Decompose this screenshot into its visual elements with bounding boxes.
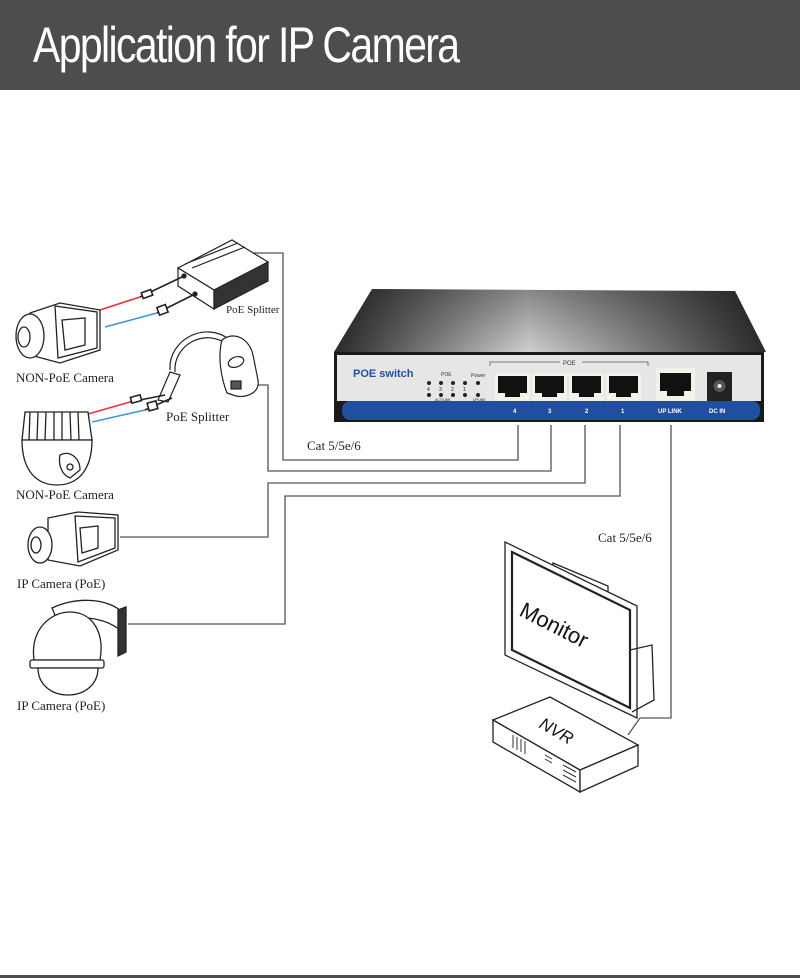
led-number: 1 xyxy=(463,387,466,393)
poe-splitter-box xyxy=(176,239,270,311)
power-led-label: Power xyxy=(471,373,486,379)
bottom-divider xyxy=(0,975,800,978)
cable-ipcam1-port2 xyxy=(120,425,586,538)
cable-splitter2-port3 xyxy=(250,384,552,472)
switch-strip xyxy=(342,401,760,420)
cable-lines xyxy=(120,252,672,736)
non-poe-camera-2-label: NON-PoE Camera xyxy=(16,487,114,502)
switch-brand-label: POE switch xyxy=(353,368,414,380)
poe-switch: POE switch POE Power 4 3 2 1 ACT/LINK UP… xyxy=(334,289,766,422)
ip-ptz-camera xyxy=(29,599,127,696)
non-poe-box-camera-1 xyxy=(15,302,101,364)
cable-uplink-nvr xyxy=(627,425,672,736)
dc-in-jack[interactable] xyxy=(707,372,732,401)
uplink-port-label: UP LINK xyxy=(658,409,683,415)
cable-label-poe: Cat 5/5e/6 xyxy=(307,438,361,453)
splitter-1-wires xyxy=(99,276,196,328)
poe-group-label: POE xyxy=(563,361,576,367)
page-title: Application for IP Camera xyxy=(33,17,460,73)
poe-ports xyxy=(495,373,641,401)
rj45-port-4[interactable] xyxy=(495,373,530,401)
rj45-port-3[interactable] xyxy=(532,373,567,401)
ip-box-camera xyxy=(27,511,119,567)
led-number: 2 xyxy=(451,387,454,393)
non-poe-camera-1-label: NON-PoE Camera xyxy=(16,370,114,385)
splitter-2-wires xyxy=(87,393,173,423)
ip-camera-1-label: IP Camera (PoE) xyxy=(17,576,105,591)
led-number: 3 xyxy=(439,387,442,393)
splitter-2-label: PoE Splitter xyxy=(166,409,230,424)
rj45-port-2[interactable] xyxy=(569,373,604,401)
cable-ipcam2-port1 xyxy=(128,425,621,625)
port-label-1: 1 xyxy=(621,409,625,415)
act-link-label: ACT/LINK xyxy=(435,398,451,402)
rj45-port-1[interactable] xyxy=(606,373,641,401)
header-banner: Application for IP Camera xyxy=(0,0,800,90)
splitter-1-label: PoE Splitter xyxy=(226,304,280,316)
monitor: Monitor xyxy=(504,540,655,720)
rj45-port-uplink[interactable] xyxy=(656,368,695,401)
dc-in-label: DC IN xyxy=(709,409,725,415)
led-group-label: POE xyxy=(441,372,452,378)
ip-camera-2-label: IP Camera (PoE) xyxy=(17,698,105,713)
non-poe-dome-camera xyxy=(21,411,93,486)
nvr: NVR xyxy=(491,696,640,794)
cable-splitter1-port4 xyxy=(230,252,519,461)
poe-splitter-pendant xyxy=(157,331,259,403)
port-label-2: 2 xyxy=(585,409,589,415)
cable-label-uplink: Cat 5/5e/6 xyxy=(598,530,652,545)
port-label-3: 3 xyxy=(548,409,552,415)
uplink-led-label: UPLINK xyxy=(473,398,486,402)
port-label-4: 4 xyxy=(513,409,517,415)
led-number: 4 xyxy=(427,387,430,393)
led-indicators: POE Power 4 3 2 1 ACT/LINK UPLINK xyxy=(427,372,486,402)
